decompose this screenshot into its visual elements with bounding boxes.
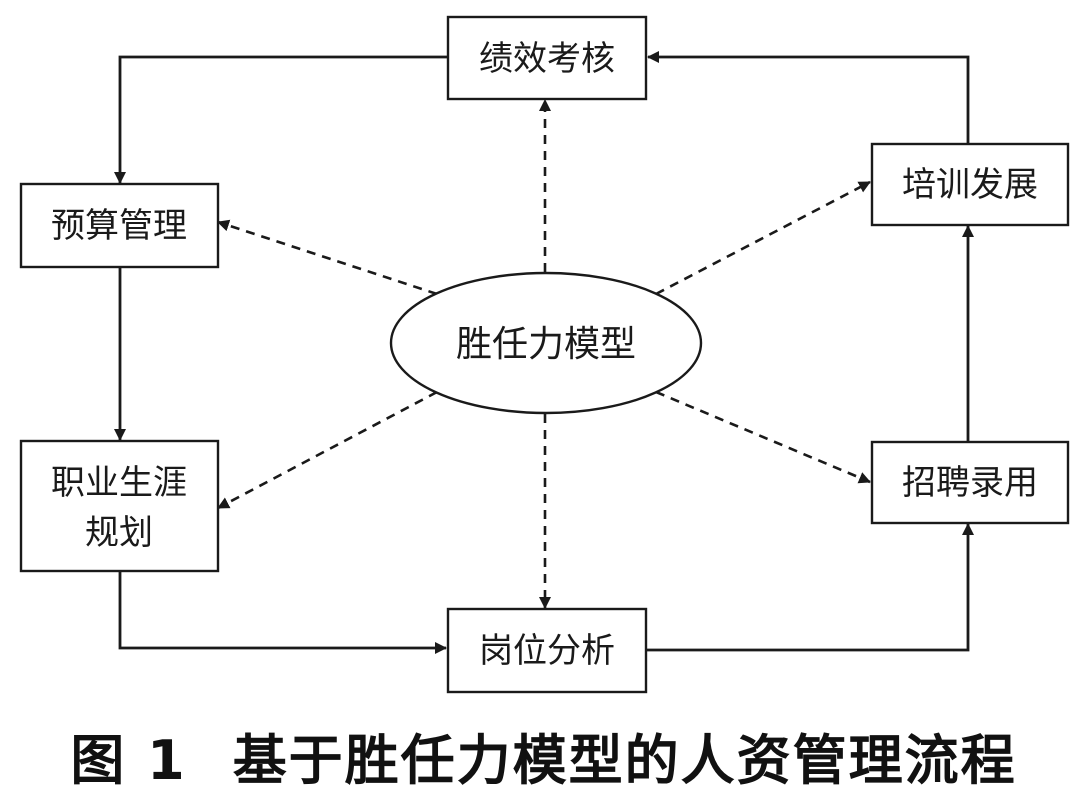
node-jixiao: 绩效考核 xyxy=(446,15,648,101)
node-jixiao-label: 绩效考核 xyxy=(479,39,615,79)
dash-center-to-zhaopin xyxy=(655,390,871,484)
dash-center-to-yusuan xyxy=(217,219,438,296)
dash-center-to-zhiye xyxy=(217,390,438,510)
figure-label: 图 1 xyxy=(70,729,187,792)
node-yusuan: 预算管理 xyxy=(19,182,220,269)
node-yusuan-label: 预算管理 xyxy=(51,206,187,246)
dash-center-to-peixun xyxy=(655,180,871,296)
center-label: 胜任力模型 xyxy=(456,324,636,365)
node-gangwei-label: 岗位分析 xyxy=(479,631,615,671)
edge-peixun-to-jixiao xyxy=(647,51,970,143)
node-zhiye-label-line1: 职业生涯 xyxy=(51,463,187,503)
node-gangwei: 岗位分析 xyxy=(446,607,648,694)
node-zhaopin: 招聘录用 xyxy=(870,440,1070,525)
edge-gangwei-to-zhaopin xyxy=(646,523,974,652)
edge-jixiao-to-yusuan xyxy=(114,55,448,184)
node-zhiye-label-line2: 规划 xyxy=(85,513,153,553)
node-zhiye: 职业生涯 规划 xyxy=(19,439,220,573)
center-node: 胜任力模型 xyxy=(389,271,703,415)
node-peixun-label: 培训发展 xyxy=(902,165,1038,205)
figure-caption: 图 1 基于胜任力模型的人资管理流程 xyxy=(0,716,1087,795)
node-peixun: 培训发展 xyxy=(870,142,1070,227)
node-zhaopin-label: 招聘录用 xyxy=(902,463,1038,503)
figure-title: 基于胜任力模型的人资管理流程 xyxy=(232,729,1017,792)
edge-zhiye-to-gangwei xyxy=(118,572,447,654)
